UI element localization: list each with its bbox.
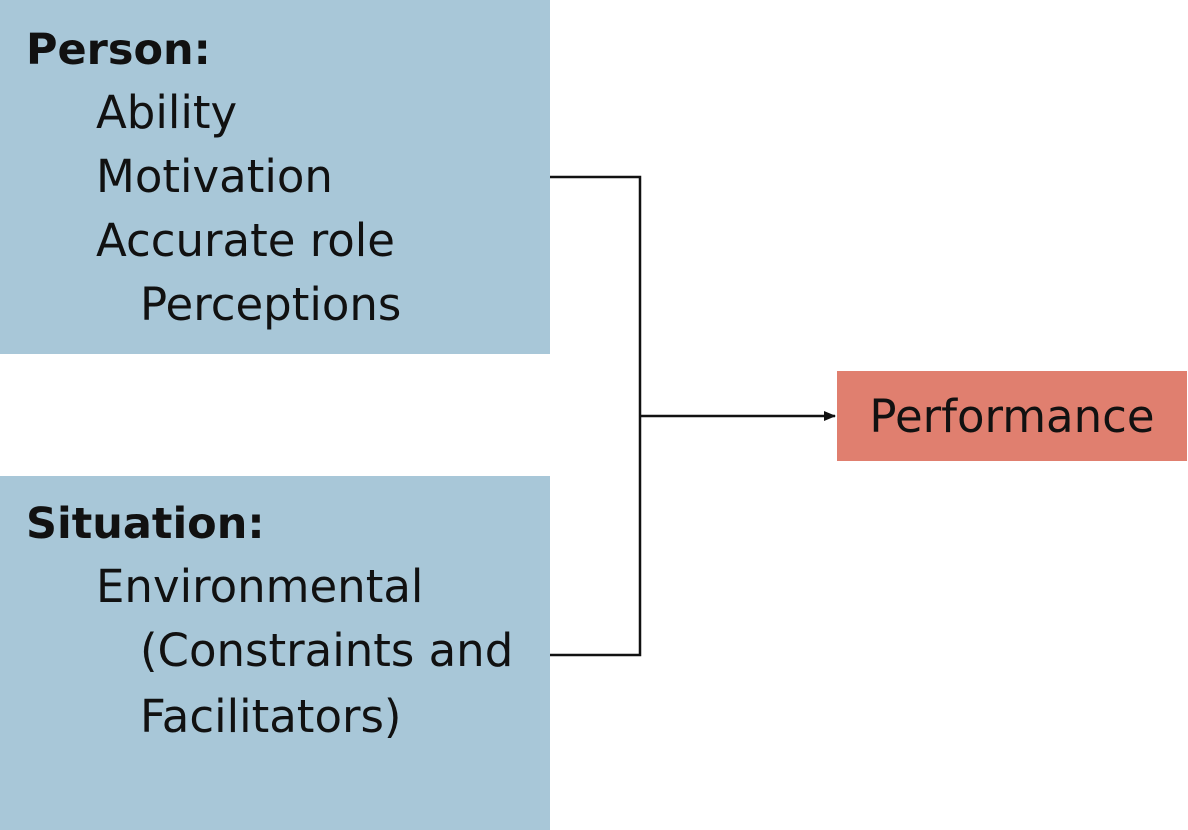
person-item-accurate-role: Accurate role (96, 214, 395, 267)
person-item-ability: Ability (96, 86, 238, 139)
connector-person (550, 175, 642, 416)
connector-situation (550, 416, 642, 657)
person-box: Person: Ability Motivation Accurate role… (0, 0, 550, 354)
person-heading: Person: (26, 25, 211, 75)
person-item-motivation: Motivation (96, 150, 333, 203)
situation-item-facilitators: Facilitators) (140, 690, 402, 743)
person-item-perceptions: Perceptions (140, 278, 402, 331)
situation-box: Situation: Environmental (Constraints an… (0, 476, 550, 830)
performance-box: Performance (837, 371, 1187, 461)
situation-item-constraints: (Constraints and (140, 624, 514, 677)
situation-heading: Situation: (26, 499, 265, 549)
situation-item-environmental: Environmental (96, 560, 424, 613)
performance-label: Performance (869, 389, 1155, 443)
